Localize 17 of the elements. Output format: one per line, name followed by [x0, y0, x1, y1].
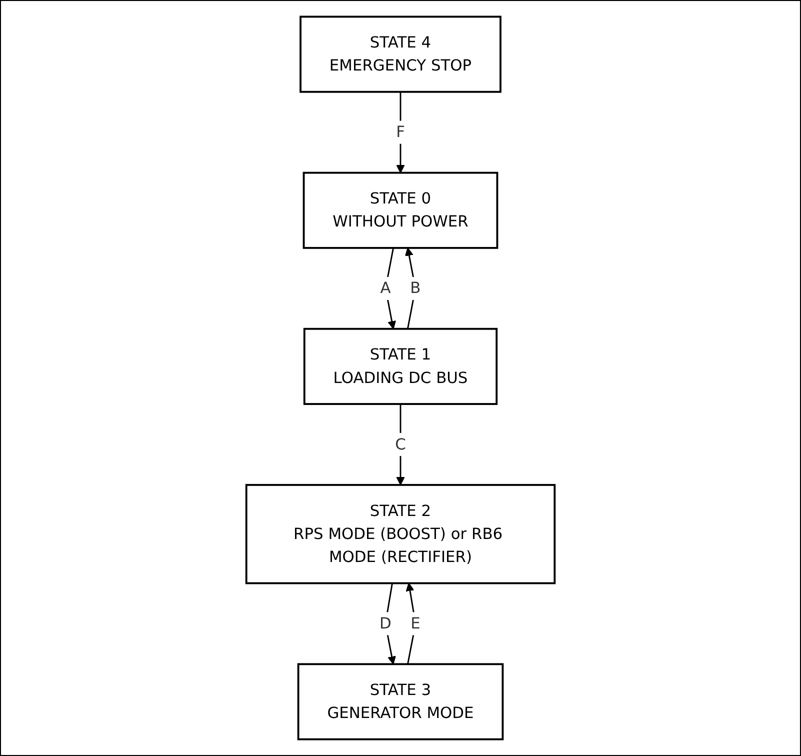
node-box: STATE 4 EMERGENCY STOP: [300, 16, 502, 93]
arrow: [384, 583, 396, 665]
node-box: STATE 0 WITHOUT POWER: [302, 172, 498, 249]
arrow: [384, 248, 396, 330]
edge-label: A: [380, 278, 391, 298]
edge-label: D: [380, 614, 392, 632]
edge-label: E: [410, 614, 420, 632]
edge-label: B: [410, 278, 421, 298]
node-box: STATE 2 RPS MODE (BOOST) or RB6 MODE (RECTIFIER): [245, 484, 556, 584]
node-box: STATE 3 GENERATOR MODE: [297, 663, 504, 740]
node-box: STATE 1 LOADING DC BUS: [303, 328, 498, 405]
arrow: [404, 248, 416, 329]
edge-label: F: [396, 122, 405, 141]
edge-label: C: [395, 434, 406, 454]
arrow: [406, 582, 416, 664]
arrow: [396, 92, 405, 174]
arrow: [396, 404, 405, 486]
